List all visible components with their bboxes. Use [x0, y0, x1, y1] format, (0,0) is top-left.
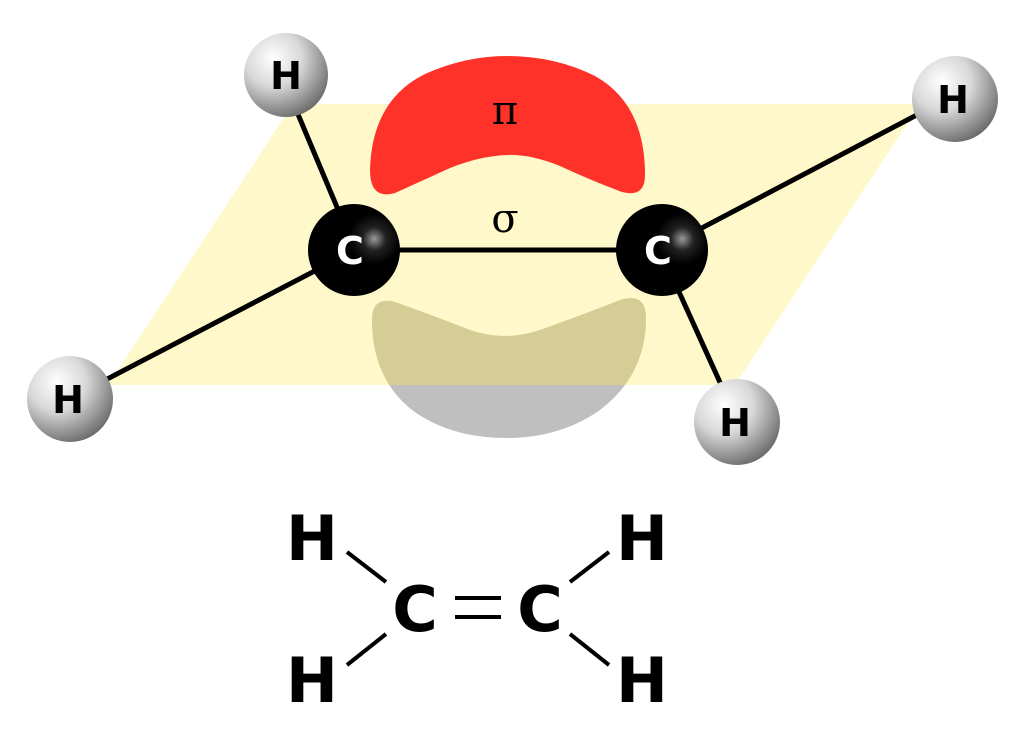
carbon-atom-left: C [308, 204, 400, 296]
formula-c-right: C [517, 573, 563, 646]
formula-h-bottom-right: H [616, 644, 668, 717]
svg-text:H: H [719, 401, 751, 445]
pi-lobe-upper [370, 56, 645, 195]
formula-bond-top-left [345, 550, 388, 584]
structural-formula: H H C C H H [286, 502, 668, 717]
hydrogen-atom-bottom-left: H [27, 356, 113, 442]
formula-c-left: C [392, 573, 438, 646]
bond-c-h-top-right [657, 105, 933, 253]
formula-h-bottom-left: H [286, 644, 338, 717]
formula-h-top-right: H [616, 502, 668, 575]
hydrogen-atom-bottom-right: H [694, 379, 780, 465]
svg-text:C: C [336, 229, 364, 273]
svg-text:H: H [52, 378, 84, 422]
svg-text:C: C [644, 229, 672, 273]
hydrogen-atom-top-left: H [244, 33, 328, 117]
formula-bond-bottom-left [345, 632, 388, 667]
sigma-label: σ [491, 196, 518, 242]
molecular-plane [108, 104, 920, 385]
formula-bond-top-right [568, 550, 611, 584]
pi-label: π [492, 88, 518, 134]
svg-text:H: H [937, 78, 969, 122]
hydrogen-atom-top-right: H [912, 56, 998, 142]
formula-h-top-left: H [286, 502, 338, 575]
svg-text:H: H [270, 54, 302, 98]
bond-c-h-bottom-left [87, 247, 358, 391]
carbon-atom-right: C [616, 204, 708, 296]
pi-lobe-lower-under-plane [372, 298, 646, 385]
formula-bond-bottom-right [568, 632, 611, 667]
